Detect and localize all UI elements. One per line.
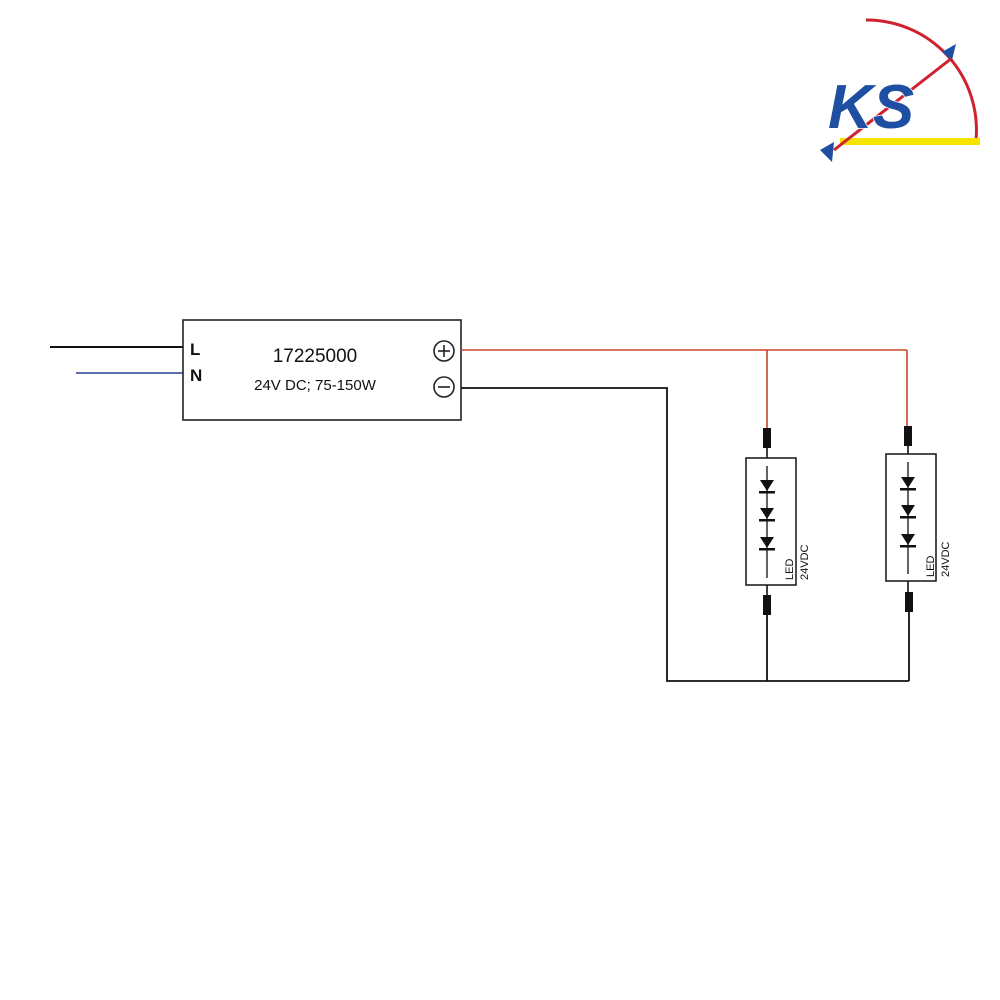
driver-rating: 24V DC; 75-150W — [254, 377, 377, 394]
led-diode-icon — [759, 537, 775, 551]
connector-top — [763, 428, 771, 448]
connector-top — [904, 426, 912, 446]
terminal-label-live: L — [190, 340, 200, 359]
positive-output-wiring — [461, 349, 908, 428]
led-module-voltage: 24VDC — [799, 544, 811, 580]
led-module-2: LED 24VDC — [885, 426, 952, 612]
led-diode-icon — [900, 534, 916, 548]
logo-yellow-bar — [840, 138, 980, 145]
negative-terminal-icon — [433, 376, 455, 398]
negative-output-wiring — [461, 387, 910, 682]
connector-bottom — [905, 592, 913, 612]
led-module-label: LED — [784, 559, 796, 580]
led-diode-icon — [759, 480, 775, 494]
led-module-label: LED — [925, 556, 937, 577]
led-module-1: LED 24VDC — [745, 428, 811, 615]
logo-red-diagonal — [833, 56, 953, 152]
positive-terminal-icon — [433, 340, 455, 362]
led-module-voltage: 24VDC — [940, 541, 952, 577]
driver-box — [182, 319, 462, 421]
led-diode-icon — [900, 477, 916, 491]
logo-arrow-top — [942, 44, 956, 60]
led-diode-icon — [759, 508, 775, 522]
led-driver: L N 17225000 24V DC; 75-150W — [182, 319, 462, 421]
led-diode-icon — [900, 505, 916, 519]
connector-bottom — [763, 595, 771, 615]
terminal-label-neutral: N — [190, 366, 202, 385]
logo-arrow-left — [820, 142, 834, 162]
logo-text: KS — [828, 73, 914, 142]
driver-model-number: 17225000 — [273, 346, 358, 367]
ks-logo: KS — [820, 18, 980, 162]
